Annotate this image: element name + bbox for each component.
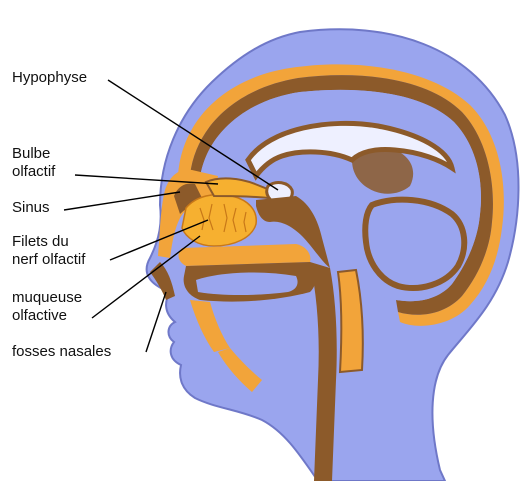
label-filets-line1: Filets du — [12, 233, 69, 250]
label-bulbe-line2: olfactif — [12, 163, 56, 180]
olfactory-mucosa — [182, 195, 256, 247]
label-muqueuse-line1: muqueuse — [12, 289, 82, 306]
cerebellum — [365, 200, 464, 288]
label-bulbe-line1: Bulbe — [12, 145, 50, 162]
label-sinus: Sinus — [12, 199, 50, 216]
label-hypophyse: Hypophyse — [12, 69, 87, 86]
label-fosses-nasales: fosses nasales — [12, 343, 111, 360]
label-filets-line2: nerf olfactif — [12, 251, 86, 268]
cervical-spine — [338, 270, 363, 372]
fosses-line — [146, 292, 166, 352]
label-muqueuse-line2: olfactive — [12, 307, 67, 324]
